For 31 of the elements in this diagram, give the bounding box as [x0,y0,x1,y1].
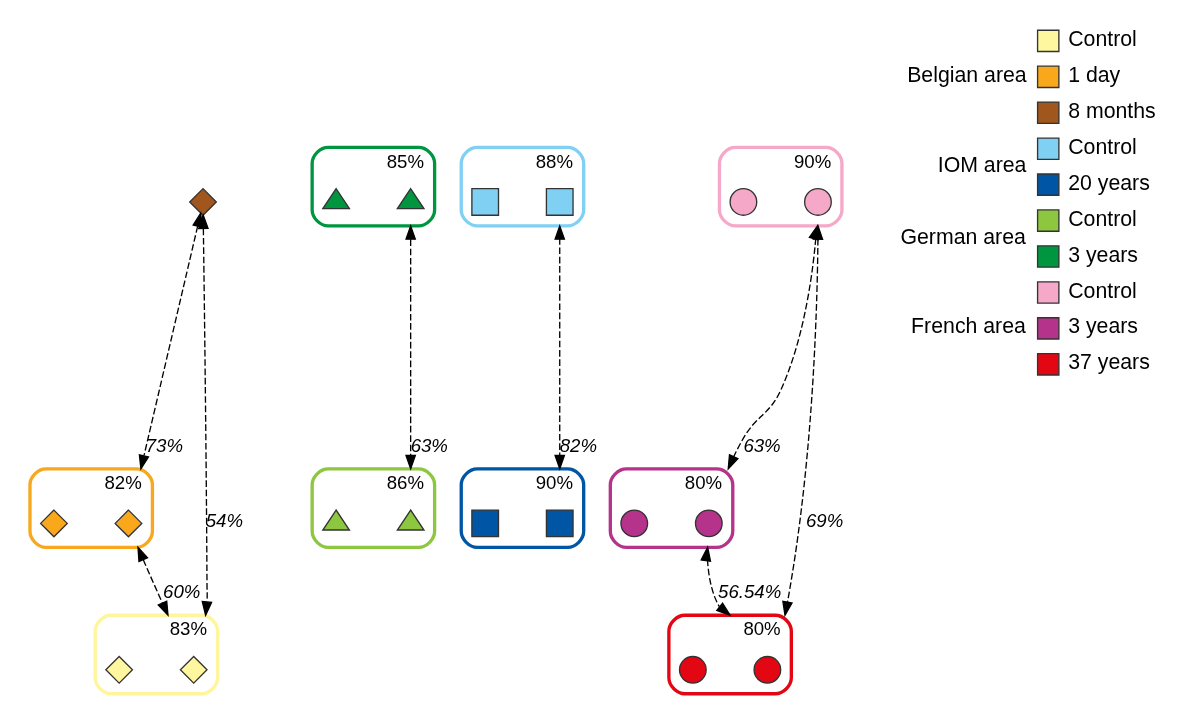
legend-label: 1 day [1068,62,1121,87]
edge-label: 69% [805,509,844,531]
legend-label: Control [1068,134,1137,159]
label: IOM area [937,152,1027,177]
legend-label: 20 years [1068,170,1150,195]
node-label: 90% [793,150,832,172]
legend-label: Control [1068,206,1137,231]
edge-label: 63% [410,434,448,456]
node-label: 86% [386,472,424,494]
node-label: 88% [535,150,574,172]
node-label: 83% [169,618,208,640]
label: French area [911,314,1026,339]
edge-label: 63% [743,434,781,456]
legend-label: 3 years [1068,242,1138,267]
node-label: 90% [535,472,574,494]
legend-label: 8 months [1068,98,1156,123]
edge-label: 82% [559,434,598,456]
node-label: 85% [386,150,424,172]
edge-label: 54% [205,509,243,531]
legend-label: Control [1068,26,1137,51]
edge-label: 60% [163,581,201,603]
legend-label: 3 years [1068,314,1138,339]
edge-label: 73% [145,434,184,456]
legend-label: 37 years [1068,350,1150,375]
node-label: 80% [684,472,723,494]
node-label: 82% [104,472,142,494]
edge-label: 56.54% [718,581,782,603]
label: German area [900,224,1026,249]
node-label: 80% [743,618,781,640]
legend-label: Control [1068,278,1137,303]
label: Belgian area [907,62,1027,87]
